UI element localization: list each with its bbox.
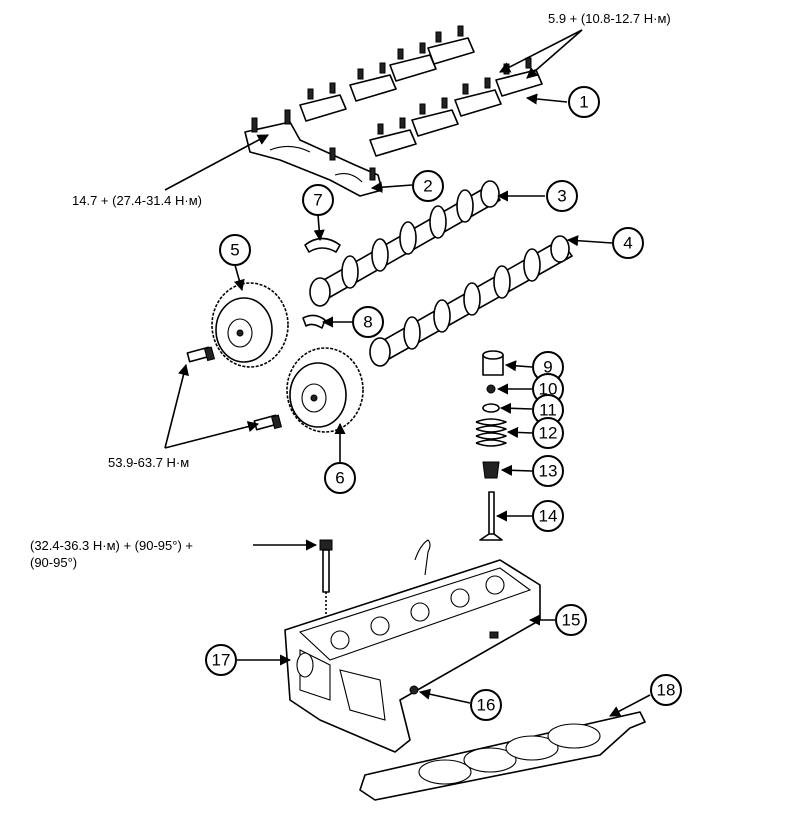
svg-text:3: 3	[557, 187, 566, 206]
callout-2: 2	[412, 170, 444, 202]
svg-text:8: 8	[363, 313, 372, 332]
callout-1: 1	[568, 86, 600, 118]
sprocket-bolt-lower	[253, 414, 283, 431]
callout-16: 16	[470, 689, 502, 721]
callout-9: 9	[532, 351, 564, 383]
cvvt-sprocket-5	[211, 282, 289, 368]
cvvt-sprocket-6	[286, 347, 364, 433]
callout-4: 4	[612, 227, 644, 259]
valve-key	[486, 384, 496, 394]
callout-5: 5	[219, 234, 251, 266]
callout-6: 6	[324, 462, 356, 494]
svg-text:17: 17	[212, 651, 231, 670]
callout-18: 18	[650, 674, 682, 706]
torque-label-sprocket-bolt: 53.9-63.7 Н·м	[108, 455, 189, 470]
callout-15: 15	[555, 604, 587, 636]
torque-label-head-bolt-2: (90-95°)	[30, 555, 77, 570]
callout-13: 13	[532, 455, 564, 487]
sprocket-bolt-upper	[186, 346, 216, 363]
intake-camshaft	[309, 180, 501, 307]
svg-text:13: 13	[539, 462, 558, 481]
svg-text:5: 5	[230, 241, 239, 260]
torque-label-front-cap: 14.7 + (27.4-31.4 Н·м)	[72, 193, 202, 208]
cylinder-head	[284, 539, 541, 753]
svg-text:14: 14	[539, 507, 558, 526]
front-bearing-cap	[244, 109, 383, 197]
svg-text:2: 2	[423, 177, 432, 196]
svg-text:18: 18	[657, 681, 676, 700]
torque-label-bearing-cap: 5.9 + (10.8-12.7 Н·м)	[548, 11, 671, 26]
valve-spring	[475, 418, 507, 447]
valve-tappet	[482, 350, 504, 376]
leader-lines	[164, 29, 651, 717]
exhaust-camshaft	[369, 235, 573, 367]
svg-text:6: 6	[335, 469, 344, 488]
svg-text:11: 11	[539, 401, 557, 420]
head-bolt	[319, 539, 333, 625]
svg-text:7: 7	[313, 191, 322, 210]
svg-text:9: 9	[543, 358, 552, 377]
callout-3: 3	[546, 180, 578, 212]
valve-stem-seal	[482, 461, 500, 479]
torque-label-head-bolt-1: (32.4-36.3 Н·м) + (90-95°) +	[30, 538, 193, 553]
valve	[479, 491, 503, 541]
spring-retainer	[482, 403, 500, 413]
bearing-insert-7	[304, 237, 341, 253]
svg-text:12: 12	[539, 424, 558, 443]
svg-text:15: 15	[562, 611, 581, 630]
svg-text:10: 10	[539, 380, 558, 399]
bearing-insert-8	[302, 314, 326, 329]
head-gasket	[359, 711, 646, 801]
svg-text:1: 1	[579, 93, 588, 112]
svg-text:4: 4	[623, 234, 632, 253]
callout-12: 12	[532, 417, 564, 449]
callout-17: 17	[205, 644, 237, 676]
callout-7: 7	[302, 184, 334, 216]
callout-14: 14	[532, 500, 564, 532]
bearing-caps	[299, 25, 543, 157]
callout-8: 8	[352, 306, 384, 338]
callout-11: 11	[532, 394, 564, 426]
svg-text:16: 16	[477, 696, 496, 715]
